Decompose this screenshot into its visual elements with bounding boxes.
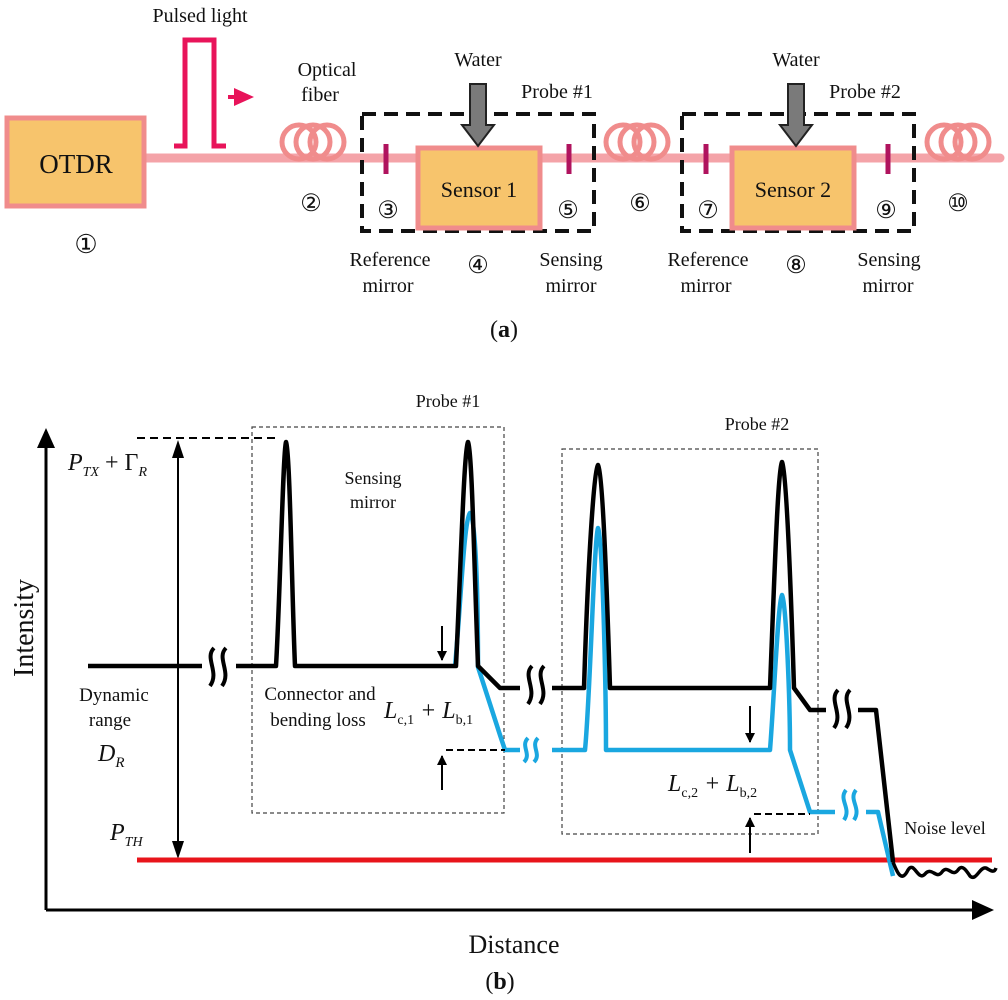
marker-2: ②	[300, 191, 322, 217]
sensing-mirror-line1: Sensing	[344, 468, 401, 488]
marker-10: ⑩	[947, 191, 969, 217]
pulse-shape	[174, 37, 226, 149]
x-axis-arrow-icon	[972, 900, 994, 920]
y-axis-label: Intensity	[9, 579, 40, 677]
marker-9: ⑨	[875, 198, 897, 224]
sens-mirror-2-line1: Sensing	[857, 249, 920, 271]
black-break-0-icon	[208, 646, 228, 688]
dynamic-line1: Dynamic	[79, 685, 149, 706]
black-break-1-icon	[526, 664, 546, 706]
loss2-plus: + L	[698, 771, 740, 797]
x-axis-label: Distance	[469, 930, 560, 959]
blue-break-2-icon	[841, 788, 859, 822]
connector-line2: bending loss	[270, 710, 366, 731]
loss1-plus: + L	[414, 698, 456, 724]
probe1-label: Probe #1	[521, 81, 593, 103]
loss1-b-sub: b,1	[456, 713, 474, 728]
dr-symbol: DR	[97, 741, 125, 771]
caption-b-letter: b	[493, 969, 506, 995]
ptx-main: P	[67, 450, 83, 476]
marker-8: ⑧	[785, 253, 807, 279]
dynamic-range-arrow-bottom-icon	[172, 841, 184, 859]
probe1-trace-label: Probe #1	[416, 391, 481, 411]
caption-a: (a)	[490, 317, 518, 343]
caption-b: (b)	[485, 969, 514, 995]
connector-line1: Connector and	[264, 684, 376, 705]
fiber-label-line1: Optical	[298, 59, 357, 81]
ptx-gamma-sub: R	[137, 465, 147, 480]
ref-mirror-2-line2: mirror	[680, 275, 731, 297]
caption-a-letter: a	[498, 317, 510, 343]
otdr-label: OTDR	[39, 149, 113, 179]
ref-mirror-1-line1: Reference	[349, 249, 430, 271]
otdr-trace-panel: Distance Intensity Probe #1 Probe #2 Noi…	[9, 391, 998, 995]
ptx-plus: + Γ	[99, 450, 139, 476]
fiber-coil-icon	[924, 122, 992, 162]
y-axis-arrow-icon	[37, 428, 55, 448]
marker-6: ⑥	[629, 191, 651, 217]
water-arrow-1-icon	[459, 83, 497, 148]
sensor2-box	[729, 145, 857, 231]
water-arrow-2-icon	[777, 83, 815, 148]
probe2-label: Probe #2	[829, 81, 901, 103]
dr-main: D	[97, 741, 115, 767]
sens-mirror-2-line2: mirror	[862, 275, 913, 297]
ref-mirror-1-line2: mirror	[362, 275, 413, 297]
dr-sub: R	[114, 755, 124, 771]
ref-mirror-2-line1: Reference	[667, 249, 748, 271]
blue-break-1-icon	[522, 736, 540, 764]
ptx-sub: TX	[83, 465, 100, 480]
sensor1-box	[415, 145, 543, 231]
dynamic-range-arrow-top-icon	[172, 440, 184, 458]
marker-3: ③	[377, 198, 399, 224]
marker-7: ⑦	[697, 198, 719, 224]
pulse-label: Pulsed light	[152, 5, 247, 27]
loss1-c-sub: c,1	[397, 713, 414, 728]
water-label-1: Water	[454, 49, 502, 71]
otdr-box	[4, 115, 147, 209]
loss2-b-sub: b,2	[740, 786, 758, 801]
loss1-symbol: Lc,1 + Lb,1	[383, 698, 473, 728]
water-label-2: Water	[772, 49, 820, 71]
pulse-direction-icon	[234, 88, 254, 106]
noise-trace	[891, 861, 998, 880]
attenuated-trace	[452, 510, 896, 877]
loss2-c-sub: c,2	[681, 786, 698, 801]
sensor1-label: Sensor 1	[441, 177, 517, 202]
probe2-trace-label: Probe #2	[725, 414, 790, 434]
ptx-symbol: PTX + ΓR	[67, 450, 147, 480]
dynamic-line2: range	[89, 710, 131, 731]
marker-5: ⑤	[557, 198, 579, 224]
noise-label: Noise level	[904, 818, 985, 838]
loss2-symbol: Lc,2 + Lb,2	[667, 771, 757, 801]
pth-symbol: PTH	[109, 820, 143, 850]
reference-trace	[88, 439, 896, 863]
loss1-l: L	[383, 698, 397, 724]
marker-4: ④	[467, 253, 489, 279]
schematic-panel: OTDR ① Pulsed light Optical fiber ② Prob…	[4, 5, 1005, 343]
fiber-coil-icon	[603, 122, 671, 162]
sensing-mirror-line2: mirror	[350, 492, 396, 512]
fiber-coil-icon	[279, 122, 347, 162]
sens-mirror-1-line1: Sensing	[539, 249, 602, 271]
marker-1: ①	[74, 230, 97, 259]
loss2-l: L	[667, 771, 681, 797]
probe1-region	[251, 426, 505, 814]
sens-mirror-1-line2: mirror	[545, 275, 596, 297]
fiber-label-line2: fiber	[301, 84, 339, 106]
black-break-2-icon	[832, 688, 852, 730]
probe2-region	[561, 448, 819, 835]
pth-main: P	[109, 820, 125, 846]
pth-sub: TH	[125, 835, 144, 850]
sensor2-label: Sensor 2	[755, 177, 831, 202]
